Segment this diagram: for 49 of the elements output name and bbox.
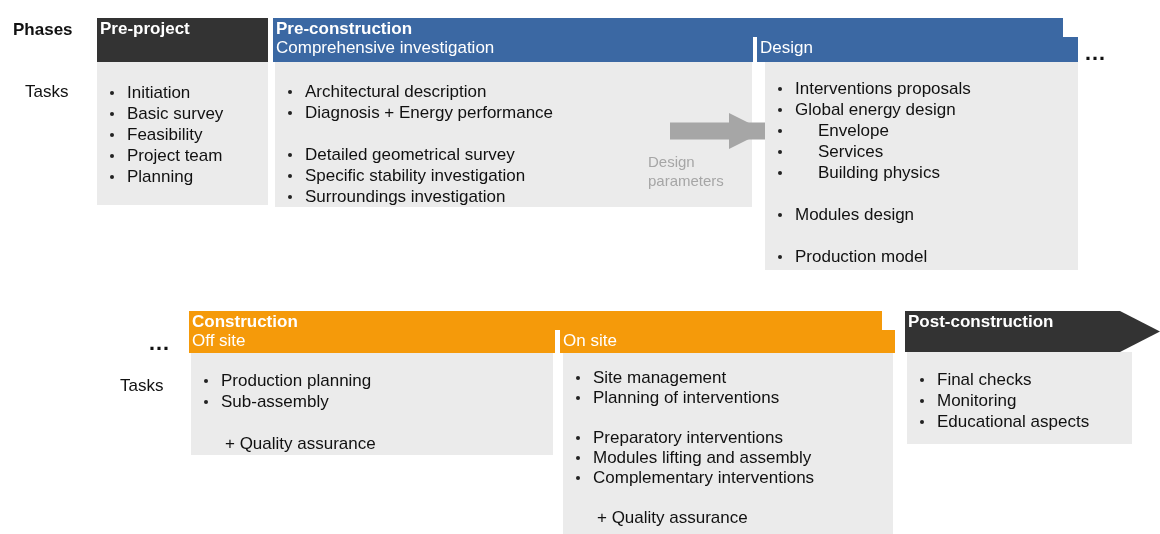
subphase-header: Comprehensive investigation <box>273 37 753 62</box>
ellipsis: … <box>148 330 170 356</box>
task-item: Planning of interventions <box>593 387 780 408</box>
row-label: Tasks <box>25 82 69 102</box>
task-item: Project team <box>127 145 223 166</box>
block-arrow <box>670 113 765 149</box>
task-panel <box>97 62 268 205</box>
row-label: Tasks <box>120 376 164 396</box>
task-panel <box>191 353 553 455</box>
subphase-header: On site <box>560 330 895 353</box>
task-item: Sub-assembly <box>221 391 329 412</box>
phase-band: Construction <box>189 311 882 330</box>
task-item: Basic survey <box>127 103 224 124</box>
subphase-header: Off site <box>189 330 555 353</box>
task-item: Building physics <box>818 162 940 183</box>
task-item: Feasibility <box>127 124 203 145</box>
task-item: Initiation <box>127 82 191 103</box>
task-item: Global energy design <box>795 99 956 120</box>
task-item: Modules design <box>795 204 915 225</box>
task-item: Educational aspects <box>937 411 1090 432</box>
task-item: Interventions proposals <box>795 78 971 99</box>
task-item: Envelope <box>818 120 889 141</box>
task-panel <box>275 62 752 207</box>
task-item: Final checks <box>937 369 1032 390</box>
task-item: Modules lifting and assembly <box>593 447 812 468</box>
task-item: Complementary interventions <box>593 467 815 488</box>
task-item: Services <box>818 141 884 162</box>
task-item: Planning <box>127 166 194 187</box>
phase-band: Pre-construction <box>273 18 1063 37</box>
task-item: Preparatory interventions <box>593 427 783 448</box>
task-item: Monitoring <box>937 390 1017 411</box>
task-item: Site management <box>593 367 727 388</box>
task-item: + Quality assurance <box>225 433 376 454</box>
task-item: Specific stability investigation <box>305 165 526 186</box>
phase-header-text: Post-construction <box>907 311 1055 333</box>
task-item: Production planning <box>221 370 372 391</box>
subphase-header: Design <box>757 37 1078 62</box>
task-item: Diagnosis + Energy performance <box>305 102 554 123</box>
task-item: Architectural description <box>305 81 487 102</box>
ellipsis: … <box>1084 40 1106 66</box>
task-panel <box>765 62 1078 270</box>
task-item: Detailed geometrical survey <box>305 144 515 165</box>
task-panel <box>563 353 893 534</box>
task-panel <box>907 352 1132 444</box>
row-label: Phases <box>13 20 73 40</box>
task-item: + Quality assurance <box>597 507 748 528</box>
task-item: Production model <box>795 246 928 267</box>
task-item: Surroundings investigation <box>305 186 506 207</box>
phase-header: Pre-project <box>97 18 268 62</box>
